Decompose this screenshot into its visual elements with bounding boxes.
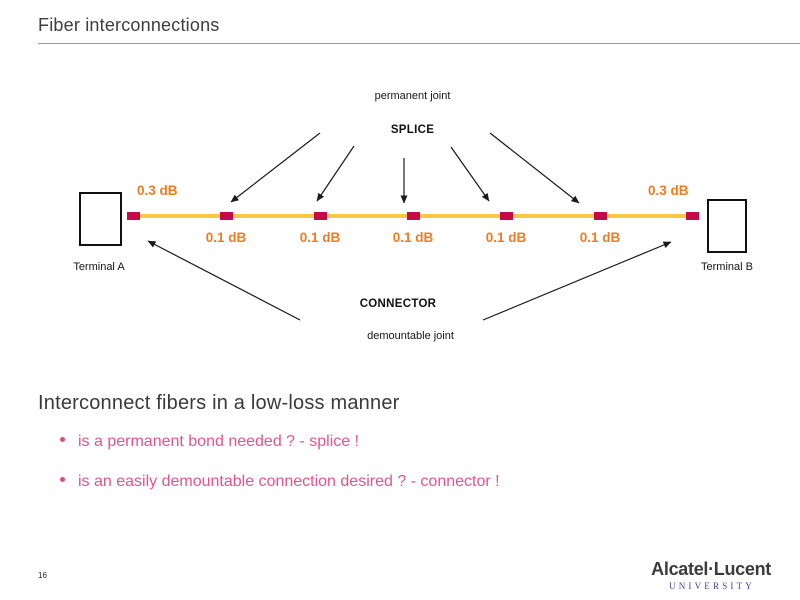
splice-loss-1: 0.1 dB xyxy=(205,230,247,245)
terminal-a-box xyxy=(79,192,122,246)
page-number: 16 xyxy=(38,571,47,580)
splice-marker-4 xyxy=(500,212,513,220)
bullet-text: is an easily demountable connection desi… xyxy=(78,473,500,490)
connector-loss-right: 0.3 dB xyxy=(648,183,689,198)
splice-marker-5 xyxy=(594,212,607,220)
splice-loss-2: 0.1 dB xyxy=(299,230,341,245)
bullet-dot xyxy=(60,477,65,482)
splice-loss-4: 0.1 dB xyxy=(485,230,527,245)
bullet-item-1: is a permanent bond needed ? - splice ! xyxy=(60,433,359,451)
splice-label: SPLICE xyxy=(390,124,435,136)
terminal-b-label: Terminal B xyxy=(701,261,753,273)
connector-arrow-right xyxy=(482,241,672,321)
university-logo-subtext: UNIVERSITY xyxy=(669,581,755,591)
terminal-a-label: Terminal A xyxy=(73,261,125,273)
splice-arrow-4 xyxy=(450,146,490,202)
section-heading: Interconnect fibers in a low-loss manner xyxy=(38,392,400,414)
permanent-joint-label: permanent joint xyxy=(374,90,451,102)
connector-marker-left xyxy=(127,212,140,220)
splice-arrow-1 xyxy=(230,132,321,203)
alcatel-lucent-logo: Alcatel·Lucent xyxy=(651,559,771,579)
bullet-text: is a permanent bond needed ? - splice ! xyxy=(78,433,360,450)
splice-loss-3: 0.1 dB xyxy=(392,230,434,245)
terminal-b-box xyxy=(707,199,747,253)
bullet-item-2: is an easily demountable connection desi… xyxy=(60,473,500,491)
connector-marker-right xyxy=(686,212,699,220)
bullet-dot xyxy=(60,437,65,442)
connector-loss-left: 0.3 dB xyxy=(137,183,178,198)
splice-loss-5: 0.1 dB xyxy=(579,230,621,245)
splice-marker-2 xyxy=(314,212,327,220)
title-divider xyxy=(38,43,800,44)
demountable-joint-label: demountable joint xyxy=(367,330,454,342)
splice-arrow-5 xyxy=(489,132,580,204)
splice-arrow-2 xyxy=(316,145,355,202)
splice-marker-3 xyxy=(407,212,420,220)
connector-arrow-left xyxy=(147,240,301,321)
connector-label: CONNECTOR xyxy=(359,298,437,310)
page-title: Fiber interconnections xyxy=(38,15,220,35)
splice-marker-1 xyxy=(220,212,233,220)
